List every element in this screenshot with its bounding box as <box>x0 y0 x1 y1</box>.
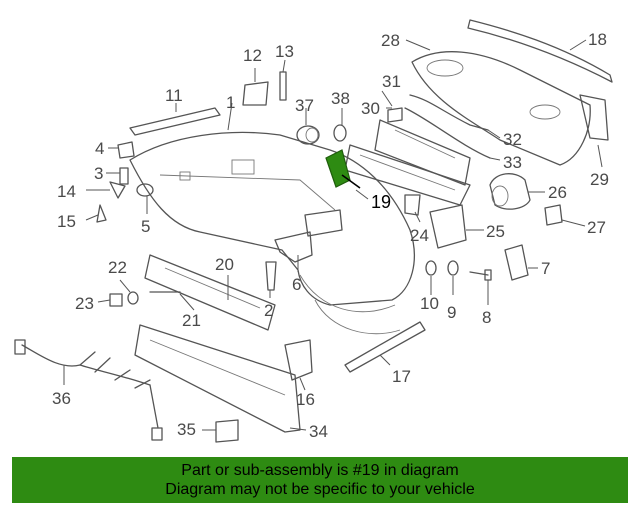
reflector-35-part[interactable] <box>215 419 239 443</box>
callout-5: 5 <box>141 217 150 236</box>
callout-37: 37 <box>295 96 314 115</box>
grommet-5-part[interactable] <box>136 183 154 197</box>
lower-bracket-20-part[interactable] <box>144 254 276 331</box>
callout-12: 12 <box>243 46 262 65</box>
clip-31-part[interactable] <box>387 107 403 123</box>
nut-23-part[interactable] <box>109 293 123 307</box>
banner-line-2: Diagram may not be specific to your vehi… <box>165 481 475 498</box>
callout-36: 36 <box>52 389 71 408</box>
callout-11: 11 <box>165 86 183 105</box>
clip-27-part[interactable] <box>544 204 563 226</box>
cable-32-part[interactable] <box>409 94 489 131</box>
callout-7: 7 <box>541 259 550 278</box>
callout-26: 26 <box>548 183 567 202</box>
callout-13: 13 <box>275 42 294 61</box>
callout-38: 38 <box>331 89 350 108</box>
callout-9: 9 <box>447 303 456 322</box>
callout-labels: 1 2 3 4 5 6 7 8 9 10 11 12 13 14 15 16 1… <box>52 30 609 441</box>
callout-22: 22 <box>108 258 127 277</box>
exhaust-tip-part[interactable] <box>489 173 531 210</box>
clip-4-part[interactable] <box>117 141 135 159</box>
callout-30: 30 <box>361 99 380 118</box>
bracket-25-part[interactable] <box>429 204 467 249</box>
callout-16: 16 <box>296 390 315 409</box>
callout-14: 14 <box>57 182 76 201</box>
washer-10-part[interactable] <box>425 260 437 276</box>
center-bracket-part[interactable] <box>374 119 471 186</box>
callout-2: 2 <box>264 301 273 320</box>
washer-9-part[interactable] <box>447 260 459 276</box>
callout-1: 1 <box>226 93 235 112</box>
callout-28: 28 <box>381 31 400 50</box>
cable-33-part[interactable] <box>404 107 491 159</box>
callout-20: 20 <box>215 255 234 274</box>
bumper-cover-part[interactable] <box>129 131 415 335</box>
lower-valance-part[interactable] <box>134 324 301 433</box>
callout-21: 21 <box>182 311 201 330</box>
callout-25: 25 <box>486 222 505 241</box>
callout-23: 23 <box>75 294 94 313</box>
bolt-15-part[interactable] <box>96 204 107 223</box>
grommet-37-part[interactable] <box>296 125 320 145</box>
callout-33: 33 <box>503 153 522 172</box>
callout-31: 31 <box>382 72 401 91</box>
callout-27: 27 <box>587 218 606 237</box>
callout-10: 10 <box>420 294 439 313</box>
callout-8: 8 <box>482 308 491 327</box>
highlighted-part-19[interactable] <box>325 149 361 189</box>
screw-2-part[interactable] <box>265 261 277 291</box>
clip-14-part[interactable] <box>109 181 126 199</box>
wiring-harness-part[interactable] <box>14 339 163 441</box>
clip-38-part[interactable] <box>333 124 347 142</box>
side-bracket-16-part[interactable] <box>284 339 313 381</box>
small-bracket-part[interactable] <box>279 71 287 101</box>
rear-spoiler-part[interactable] <box>411 51 591 166</box>
callout-3: 3 <box>94 164 103 183</box>
chrome-strip-part[interactable] <box>467 19 613 83</box>
bolt-8-part[interactable] <box>469 269 492 281</box>
washer-22-part[interactable] <box>127 291 139 305</box>
upper-trim-strip-part[interactable] <box>129 107 221 136</box>
banner-line-1: Part or sub-assembly is #19 in diagram <box>181 462 459 479</box>
callout-18: 18 <box>588 30 607 49</box>
callout-29: 29 <box>590 170 609 189</box>
reflector-part[interactable] <box>242 81 269 106</box>
callout-17: 17 <box>392 367 411 386</box>
callout-35: 35 <box>177 420 196 439</box>
lower-trim-17-part[interactable] <box>344 321 426 373</box>
callout-15: 15 <box>57 212 76 231</box>
mount-bracket-6-part[interactable] <box>274 209 343 263</box>
leader-lines <box>63 39 603 431</box>
bracket-7-part[interactable] <box>504 244 529 281</box>
callout-32: 32 <box>503 130 522 149</box>
info-banner: Part or sub-assembly is #19 in diagram D… <box>12 457 628 503</box>
callout-19: 19 <box>371 192 391 212</box>
side-trim-part[interactable] <box>579 94 609 141</box>
callout-24: 24 <box>410 226 429 245</box>
callout-4: 4 <box>95 139 104 158</box>
callout-6: 6 <box>292 275 301 294</box>
bumper-exploded-diagram: 1 2 3 4 5 6 7 8 9 10 11 12 13 14 15 16 1… <box>14 19 613 443</box>
screw-3-part[interactable] <box>119 167 129 185</box>
callout-34: 34 <box>309 422 328 441</box>
